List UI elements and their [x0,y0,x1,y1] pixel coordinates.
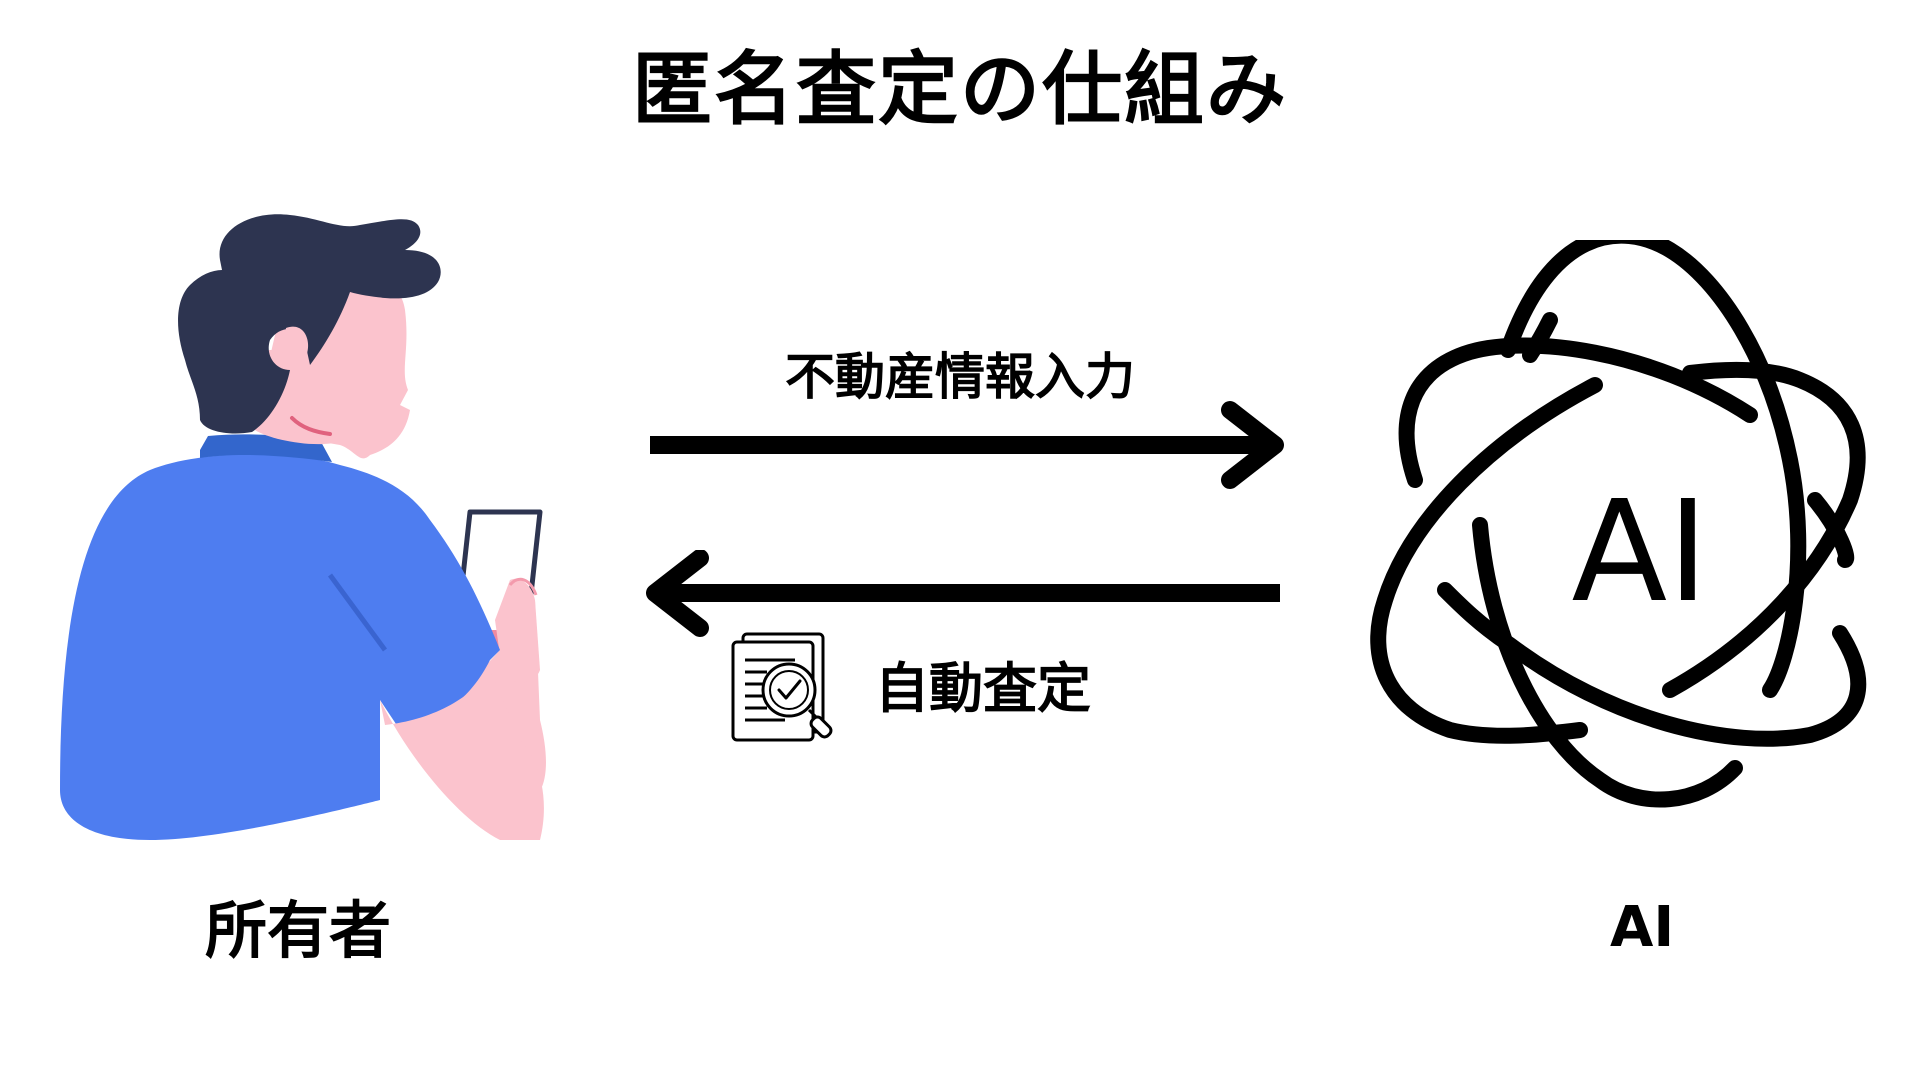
owner-label: 所有者 [205,894,392,967]
ai-badge-text: AI [1571,471,1708,634]
person-with-phone-icon [60,214,546,840]
ai-atom-icon: AI [1370,240,1867,808]
arrow-from-ai-icon [646,550,1280,637]
arrow-to-ai-icon [650,401,1284,489]
diagram-title: 匿名査定の仕組み [632,43,1288,136]
document-magnifier-check-icon [731,632,833,742]
auto-assessment-label: 自動査定 [875,657,1091,720]
ai-label: AI [1610,895,1675,960]
input-label: 不動産情報入力 [785,348,1135,406]
